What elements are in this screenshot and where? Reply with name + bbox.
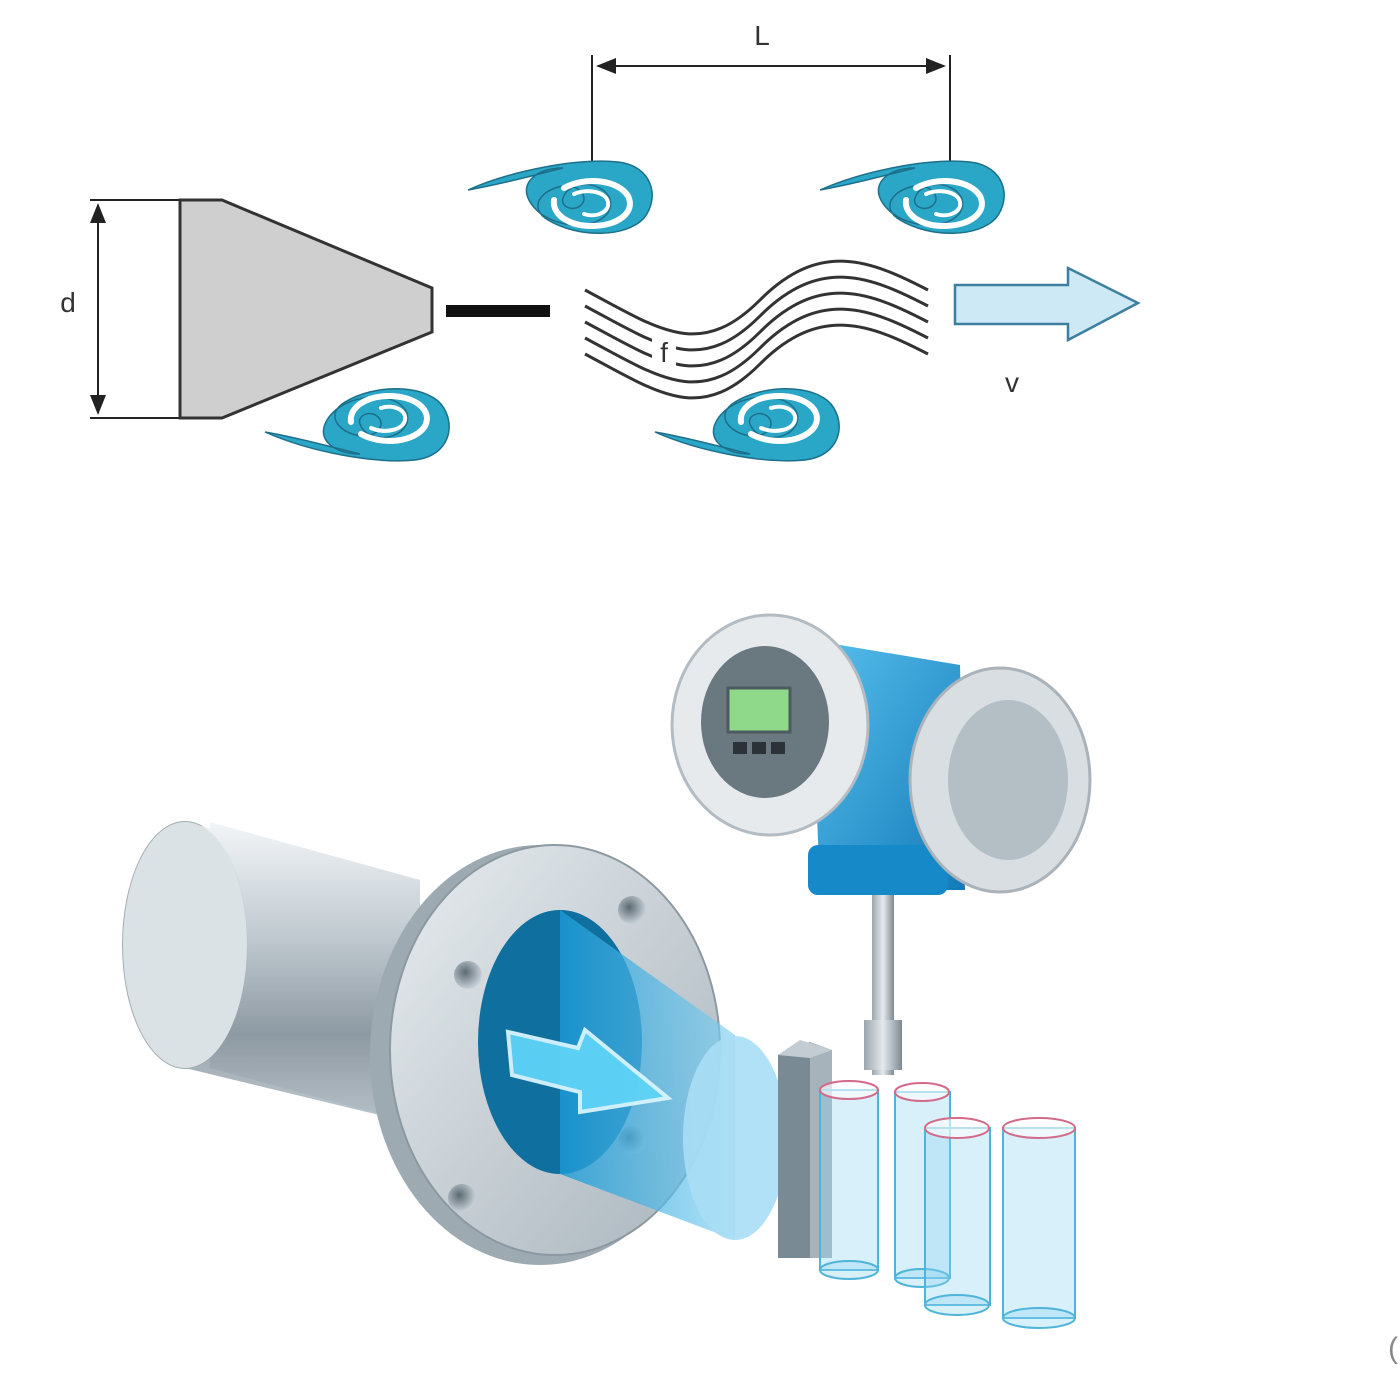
velocity-label: v: [1005, 367, 1019, 398]
frequency-label: f: [660, 337, 668, 368]
edge-glyph: (: [1388, 1332, 1398, 1365]
vortex-icon: [655, 389, 839, 461]
keypad-button: [752, 742, 766, 754]
sensor-stem: [864, 895, 902, 1075]
transmitter: [670, 613, 1092, 895]
length-label: L: [754, 20, 770, 51]
keypad-button: [771, 742, 785, 754]
keypad-button: [733, 742, 747, 754]
pipe: [122, 821, 420, 1125]
oscillating-streamlines: [584, 259, 929, 400]
lcd-display: [726, 686, 792, 734]
vortex-tubes: [819, 1080, 1076, 1329]
vortex-icon: [265, 389, 449, 461]
vortex-icon: [820, 161, 1004, 233]
bluff-body-tail: [446, 305, 550, 317]
bluff-body: [178, 198, 434, 420]
flow-arrow-icon: [953, 265, 1141, 343]
flow-stream: [505, 910, 787, 1240]
flowmeter-illustration: [122, 613, 1092, 1329]
vortex-icon: [468, 161, 652, 233]
diameter-label: d: [60, 287, 76, 318]
flow-arrow-icon: [505, 1026, 673, 1115]
diameter-dimension: d: [60, 199, 182, 419]
principle-schematic: L d f v: [60, 20, 1141, 461]
